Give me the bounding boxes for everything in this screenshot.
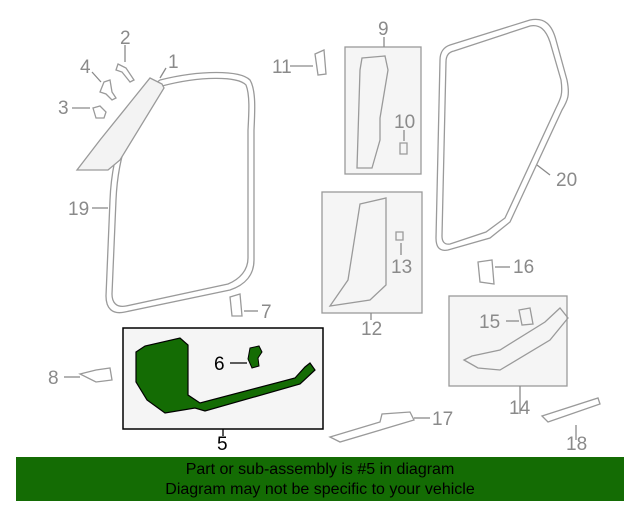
callout-1: 1 [168, 52, 179, 73]
part-14-scuff-plate[interactable] [462, 307, 569, 371]
callout-4: 4 [80, 57, 91, 78]
callout-17: 17 [432, 409, 453, 430]
callout-12: 12 [361, 319, 382, 340]
part-13-clip[interactable] [395, 231, 404, 241]
callout-10: 10 [394, 112, 415, 133]
part-15-clip[interactable] [518, 307, 534, 326]
callout-18: 18 [566, 434, 587, 455]
part-1-a-pillar-trim[interactable] [75, 77, 165, 171]
part-6-clip[interactable] [247, 345, 263, 369]
callout-15: 15 [479, 312, 500, 333]
part-18-sill-plate[interactable] [540, 397, 601, 423]
part-5-kick-panel[interactable] [135, 337, 316, 414]
callout-20: 20 [556, 170, 577, 191]
callout-2: 2 [120, 28, 131, 49]
part-12-b-pillar-lower[interactable] [328, 197, 387, 307]
part-2-bolt[interactable] [115, 63, 135, 83]
callout-14: 14 [509, 398, 531, 419]
callout-6: 6 [214, 354, 225, 375]
part-10-clip[interactable] [399, 142, 408, 155]
callout-11: 11 [272, 57, 292, 78]
callout-19: 19 [68, 199, 89, 220]
banner-line-2: Diagram may not be specific to your vehi… [165, 481, 475, 498]
part-16-clip[interactable] [477, 259, 495, 285]
part-11-clip[interactable] [314, 49, 327, 76]
part-7-clip[interactable] [229, 293, 243, 317]
callout-3: 3 [58, 98, 69, 119]
part-3-clip[interactable] [92, 105, 107, 119]
callout-7: 7 [261, 302, 272, 323]
callout-8: 8 [48, 368, 59, 389]
callout-13: 13 [391, 257, 412, 278]
part-4-clip[interactable] [99, 79, 117, 101]
callout-9: 9 [378, 19, 389, 40]
callout-5: 5 [217, 434, 228, 455]
part-17-sill-plate[interactable] [328, 411, 415, 443]
leader-lines [64, 37, 577, 440]
part-9-b-pillar-upper[interactable] [356, 55, 389, 169]
callout-16: 16 [513, 257, 534, 278]
info-banner: Part or sub-assembly is #5 in diagram Di… [16, 457, 624, 501]
part-9-box[interactable] [344, 46, 422, 175]
banner-line-1: Part or sub-assembly is #5 in diagram [185, 461, 455, 478]
part-20-weatherstrip[interactable] [435, 18, 569, 251]
part-8-clip[interactable] [78, 367, 113, 383]
